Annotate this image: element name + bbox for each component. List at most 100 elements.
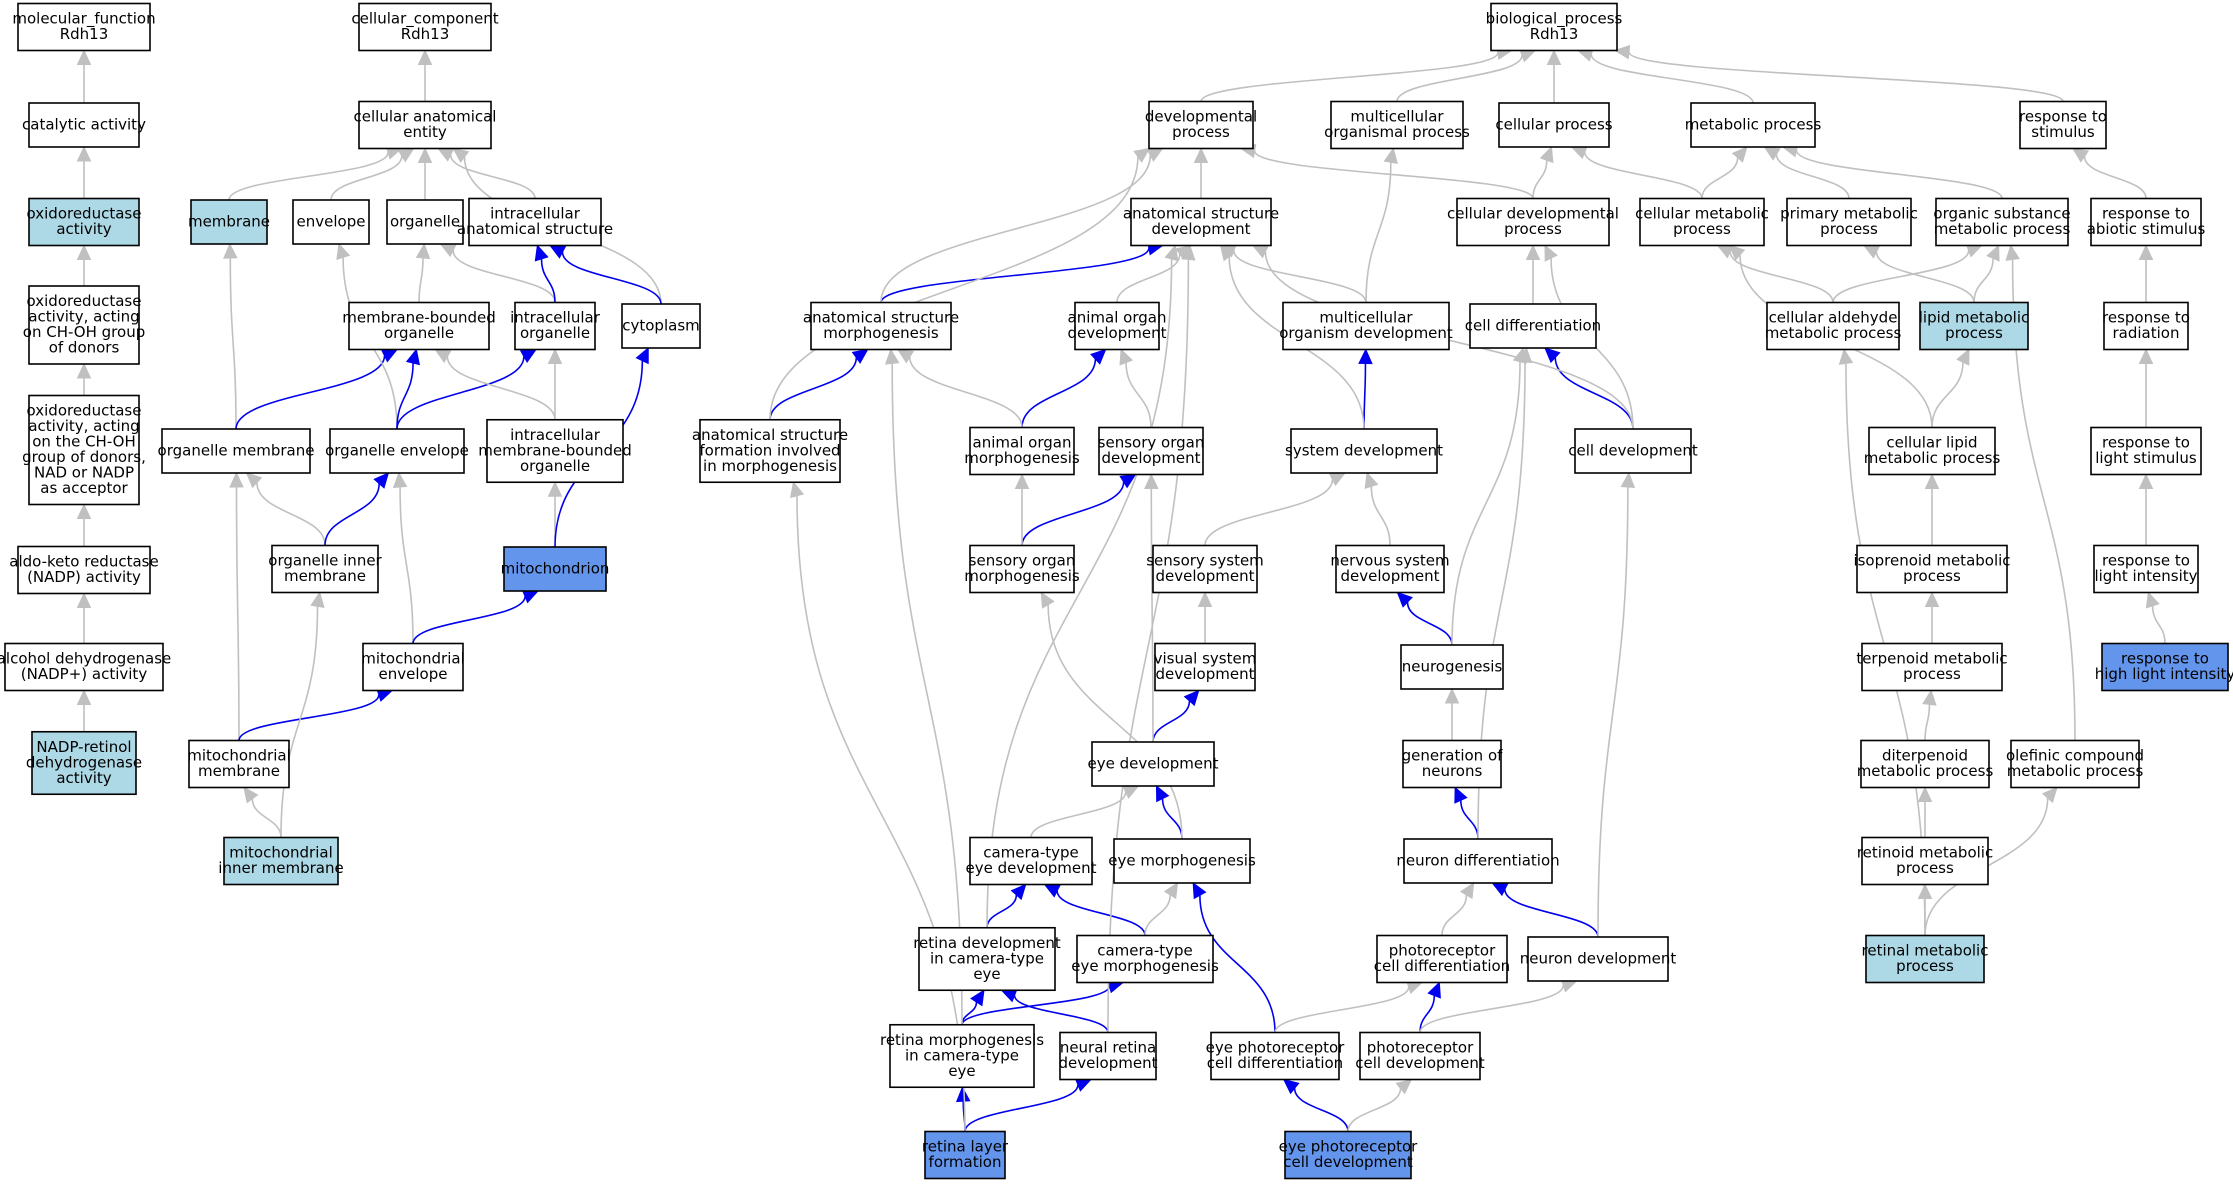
term-node-eyed[interactable]: eye development — [1087, 741, 1219, 787]
term-node-cdiff[interactable]: cell differentiation — [1465, 303, 1601, 349]
edge-menv-to-mito — [412, 589, 540, 644]
edge-pmp-to-metp — [1763, 146, 1850, 199]
term-node-sysd[interactable]: system development — [1285, 428, 1443, 474]
edge-mod-to-mop — [1365, 147, 1398, 303]
edge-line — [1253, 150, 1534, 199]
term-label-line: intracellular — [510, 426, 601, 444]
term-node-cp[interactable]: cellular process — [1495, 102, 1613, 148]
term-node-ngen[interactable]: neurogenesis — [1400, 644, 1504, 690]
term-node-oe[interactable]: organelle envelope — [325, 428, 469, 474]
term-label-line: membrane — [284, 567, 366, 585]
edge-line — [1152, 700, 1191, 743]
term-box — [1868, 426, 1996, 476]
edge-line — [324, 483, 380, 546]
term-node-akr[interactable]: aldo-keto reductase(NADP) activity — [9, 545, 159, 595]
edge-genn-to-ngen — [1444, 687, 1460, 741]
term-node-adh[interactable]: alcohol dehydrogenase(NADP+) activity — [0, 642, 171, 692]
term-node-mito[interactable]: mitochondrion — [501, 546, 610, 592]
term-label-line: cell differentiation — [1465, 316, 1601, 334]
term-node-org[interactable]: organelle — [386, 199, 464, 245]
edge-line — [235, 355, 386, 430]
term-node-celld[interactable]: cell development — [1568, 428, 1698, 474]
term-box — [1861, 836, 1989, 886]
term-node-mem[interactable]: membrane — [188, 199, 270, 245]
term-node-ndev[interactable]: neuron development — [1520, 936, 1677, 982]
term-label-line: process — [1903, 567, 1961, 585]
term-node-eyem[interactable]: eye morphogenesis — [1108, 838, 1256, 884]
edge-epcd-to-pcd — [1274, 980, 1424, 1033]
edge-om-to-mem — [223, 242, 238, 430]
term-node-om[interactable]: organelle membrane — [158, 428, 315, 474]
term-node-nd[interactable]: neuron differentiation — [1396, 838, 1560, 884]
term-node-cyt[interactable]: cytoplasm — [621, 303, 701, 349]
term-node-env[interactable]: envelope — [292, 199, 370, 245]
term-box — [223, 836, 339, 886]
edge-rts-to-bp — [1613, 44, 2064, 103]
edge-line — [1013, 995, 1109, 1033]
term-node-metp[interactable]: metabolic process — [1685, 102, 1822, 148]
term-node-cat[interactable]: catalytic activity — [22, 102, 146, 148]
term-label-line: in camera-type — [905, 1046, 1019, 1064]
edge-vsd-to-ssd — [1197, 591, 1213, 644]
